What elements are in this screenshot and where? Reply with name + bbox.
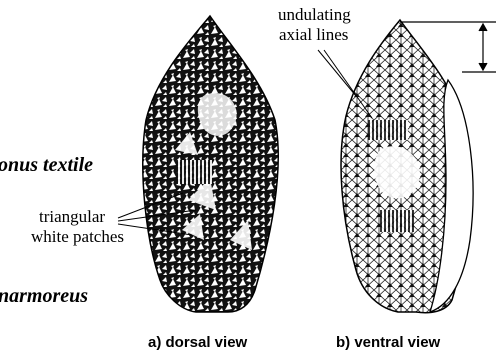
annotation-undulating: undulating (278, 6, 351, 24)
caption-ventral-view: b) ventral view (336, 334, 440, 351)
ventral-shell (341, 20, 473, 313)
caption-dorsal-view: a) dorsal view (148, 334, 247, 351)
axial-band (380, 210, 414, 232)
dorsal-shell (143, 16, 278, 312)
axial-band (176, 160, 212, 184)
species-label-textile: onus textile (0, 154, 93, 177)
annotation-white-patches: white patches (31, 228, 124, 246)
species-label-marmoreus: narmoreus (0, 285, 88, 308)
axial-band (368, 120, 408, 140)
annotation-triangular: triangular (39, 208, 105, 226)
annotation-axial-lines: axial lines (279, 26, 348, 44)
